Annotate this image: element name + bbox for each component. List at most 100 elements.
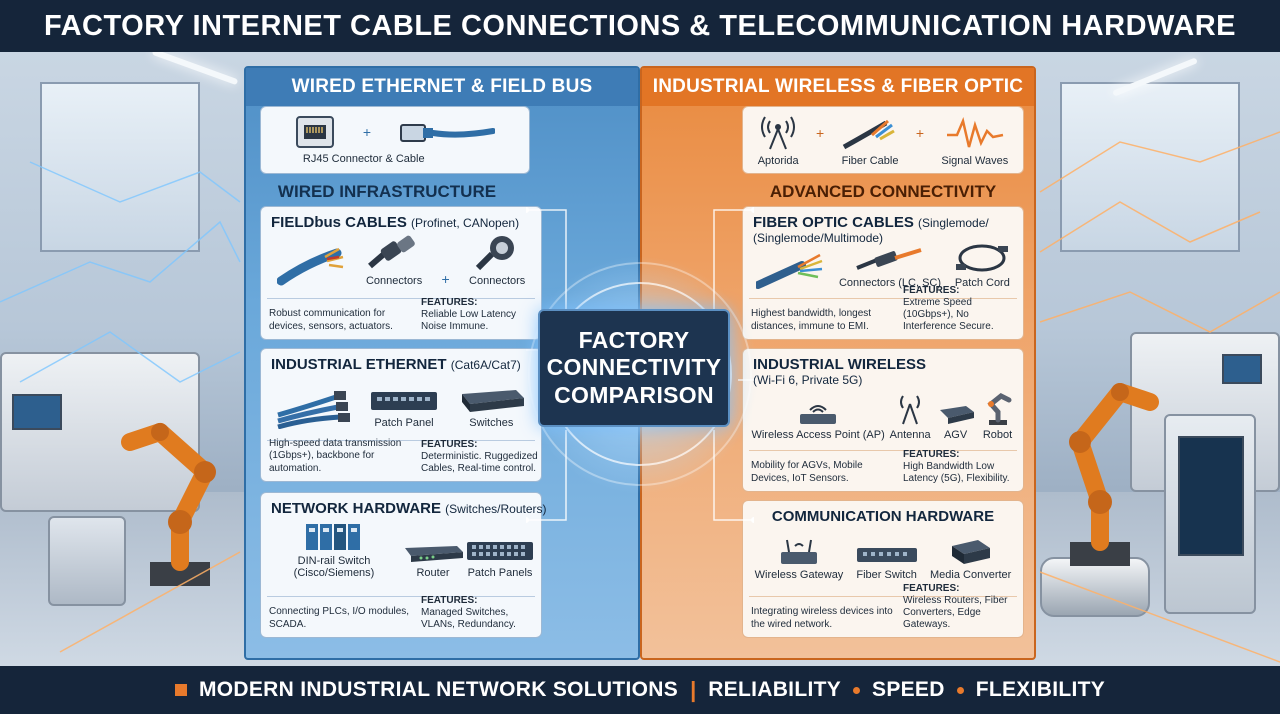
wireless-ap-item: Wireless Access Point (AP) bbox=[751, 400, 885, 441]
fieldbus-cable-icon bbox=[276, 247, 343, 286]
patch-panel-item: Patch Panel bbox=[369, 388, 439, 429]
server-rack-left bbox=[48, 516, 126, 606]
rj45-item: + RJ45 Connector & Cable bbox=[295, 115, 496, 165]
wireless-desc: Mobility for AGVs, Mobile Devices, IoT S… bbox=[751, 460, 863, 484]
fiber-desc: Highest bandwidth, longest distances, im… bbox=[751, 308, 872, 332]
fiber-cable-icon bbox=[842, 119, 895, 150]
title-bar: FACTORY INTERNET CABLE CONNECTIONS & TEL… bbox=[0, 0, 1280, 52]
cnc-machine-left bbox=[0, 352, 200, 512]
wireless-access-point-icon bbox=[800, 404, 837, 424]
footer-separator: | bbox=[690, 677, 697, 702]
plus-icon: + bbox=[362, 124, 372, 140]
network-switch-icon bbox=[462, 389, 525, 412]
robot-item: Robot bbox=[981, 392, 1015, 441]
fiber-card-title: FIBER OPTIC CABLES (Singlemode/ bbox=[753, 214, 989, 231]
footer-square-icon bbox=[174, 684, 187, 696]
comm-features: FEATURES:Wireless Routers, Fiber Convert… bbox=[903, 583, 1008, 630]
din-rail-switch-item: DIN-rail Switch (Cisco/Siemens) bbox=[267, 520, 401, 579]
fiber-features: FEATURES:Extreme Speed (10Gbps+), No Int… bbox=[903, 285, 994, 332]
hardware-desc: Connecting PLCs, I/O modules, SCADA. bbox=[269, 606, 410, 630]
lc-sc-connector-icon bbox=[856, 247, 922, 270]
comm-desc: Integrating wireless devices into the wi… bbox=[751, 606, 893, 630]
router-item: Router bbox=[401, 540, 465, 579]
rj45-card: + RJ45 Connector & Cable bbox=[260, 106, 530, 174]
footer-dot-icon bbox=[956, 686, 964, 694]
factory-window-right bbox=[1060, 82, 1240, 252]
factory-window-left bbox=[40, 82, 200, 252]
network-lines-decor bbox=[0, 131, 1280, 663]
ethernet-cables-item bbox=[276, 385, 352, 429]
industrial-wireless-card: INDUSTRIAL WIRELESS (Wi-Fi 6, Private 5G… bbox=[742, 348, 1024, 492]
ethernet-cables-icon bbox=[276, 391, 350, 429]
hardware-features: FEATURES:Managed Switches, VLANs, Redund… bbox=[421, 595, 516, 630]
din-rail-switch-icon bbox=[306, 523, 360, 550]
ethernet-cable-icon bbox=[400, 124, 496, 142]
fiber-switch-icon bbox=[856, 547, 917, 562]
wireless-gateway-item: Wireless Gateway bbox=[755, 536, 843, 581]
comm-card-title: COMMUNICATION HARDWARE bbox=[771, 508, 995, 525]
connector-lines-decor bbox=[526, 207, 754, 523]
footer-bar: MODERN INDUSTRIAL NETWORK SOLUTIONS | RE… bbox=[0, 666, 1280, 714]
wired-section-title: WIRED INFRASTRUCTURE bbox=[277, 182, 497, 201]
ethernet-desc: High-speed data transmission (1Gbps+), b… bbox=[269, 437, 402, 474]
fiber-cable-top-item: Fiber Cable bbox=[842, 115, 898, 167]
wired-panel-header: WIRED ETHERNET & FIELD BUS bbox=[246, 68, 638, 106]
card-divider bbox=[749, 298, 1017, 299]
antenna-item: Antenna bbox=[890, 392, 931, 441]
page-title: FACTORY INTERNET CABLE CONNECTIONS & TEL… bbox=[43, 9, 1237, 42]
antenna-tower-icon bbox=[900, 395, 921, 425]
lc-sc-connectors-item: Connectors (LC, SC) bbox=[839, 247, 941, 289]
machine-screen-icon bbox=[1222, 354, 1262, 384]
media-converter-icon bbox=[951, 539, 990, 564]
wireless-panel-header: INDUSTRIAL WIRELESS & FIBER OPTIC bbox=[642, 68, 1034, 106]
wireless-top-card: Aptorida + Fiber Cable + Signal Waves bbox=[742, 106, 1024, 174]
ethernet-card-title: INDUSTRIAL ETHERNET (Cat6A/Cat7) bbox=[271, 356, 521, 373]
card-divider bbox=[749, 450, 1017, 451]
industrial-ethernet-card: INDUSTRIAL ETHERNET (Cat6A/Cat7) Patch P… bbox=[260, 348, 542, 482]
patch-cord-icon bbox=[956, 244, 1009, 272]
rj45-port-icon bbox=[295, 116, 334, 148]
connectors-item-2: Connectors bbox=[469, 232, 525, 287]
card-divider bbox=[749, 596, 1017, 597]
server-cabinet-right bbox=[1164, 414, 1256, 614]
footer-main-text: MODERN INDUSTRIAL NETWORK SOLUTIONS bbox=[198, 678, 679, 701]
round-connector-icon bbox=[476, 235, 515, 271]
plus-icon: + bbox=[915, 125, 925, 141]
robot-arm-right-icon bbox=[1069, 383, 1159, 566]
antenna-top-item: Aptorida bbox=[758, 115, 799, 167]
fiber-bundle-item bbox=[755, 249, 826, 289]
patch-panels-item: Patch Panels bbox=[465, 538, 535, 579]
wireless-section-title: ADVANCED CONNECTIVITY bbox=[769, 182, 997, 201]
wireless-gateway-icon bbox=[780, 539, 817, 564]
connectors-item-1: Connectors bbox=[366, 232, 422, 287]
center-line-2: CONNECTIVITY bbox=[546, 354, 722, 381]
card-divider bbox=[267, 596, 535, 597]
footer-item-flexibility: FLEXIBILITY bbox=[975, 678, 1106, 701]
m12-connector-icon bbox=[368, 235, 415, 269]
footer-dot-icon bbox=[853, 686, 861, 694]
agv-icon bbox=[939, 405, 974, 424]
center-line-1: FACTORY bbox=[578, 327, 690, 354]
media-converter-item: Media Converter bbox=[930, 536, 1011, 581]
antenna-icon bbox=[761, 116, 796, 150]
card-divider bbox=[267, 298, 535, 299]
signal-waves-top-item: Signal Waves bbox=[941, 115, 1008, 167]
machine-screen-icon bbox=[12, 394, 62, 430]
plus-icon: + bbox=[816, 125, 825, 141]
card-divider bbox=[267, 440, 535, 441]
router-icon bbox=[405, 545, 463, 562]
fieldbus-card: FIELDbus CABLES (Profinet, CANopen) Conn… bbox=[260, 206, 542, 340]
fiber-bundle-icon bbox=[755, 253, 823, 289]
patch-panels-icon bbox=[467, 541, 533, 560]
center-comparison-badge: FACTORY CONNECTIVITY COMPARISON bbox=[538, 309, 730, 427]
robot-arm-left-icon bbox=[121, 423, 216, 586]
footer-item-speed: SPEED bbox=[872, 678, 945, 701]
fieldbus-features: FEATURES:Reliable Low Latency Noise Immu… bbox=[421, 297, 517, 332]
rack-panel-icon bbox=[1178, 436, 1244, 556]
rj45-label: RJ45 Connector & Cable bbox=[302, 153, 425, 165]
fiber-optic-card: FIBER OPTIC CABLES (Singlemode/ (Singlem… bbox=[742, 206, 1024, 340]
fiber-card-subtitle: (Singlemode/Multimode) bbox=[753, 231, 884, 245]
ethernet-features: FEATURES:Deterministic. Ruggedized Cable… bbox=[421, 439, 538, 474]
fieldbus-card-title: FIELDbus CABLES (Profinet, CANopen) bbox=[271, 214, 520, 231]
communication-hardware-card: COMMUNICATION HARDWARE Wireless Gateway … bbox=[742, 500, 1024, 638]
